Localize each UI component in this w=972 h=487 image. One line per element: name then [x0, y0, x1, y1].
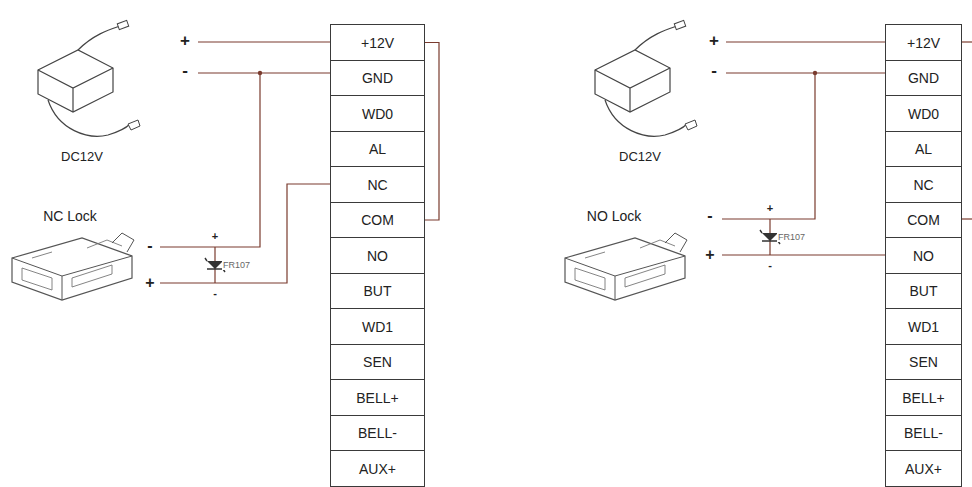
- polarity-mark: +: [180, 32, 190, 49]
- terminal-name: BELL+: [356, 390, 398, 406]
- terminal-name: NC: [913, 177, 933, 193]
- terminal-name: NC: [367, 177, 387, 193]
- part-label: DC12V: [61, 150, 103, 163]
- terminal-name: BELL-: [358, 425, 397, 441]
- terminal-name: NO: [367, 248, 388, 264]
- terminal-cell: NC: [330, 166, 425, 203]
- terminal-cell: +12V: [330, 24, 425, 61]
- terminal-cell: GND: [330, 60, 425, 97]
- left-diagram: [160, 42, 330, 283]
- part-label: NC Lock: [43, 209, 97, 223]
- terminal-name: +12V: [361, 35, 394, 51]
- polarity-mark: -: [768, 260, 772, 271]
- polarity-mark: -: [711, 62, 717, 79]
- terminal-cell: BUT: [885, 273, 962, 310]
- terminal-cell: COM: [330, 202, 425, 239]
- terminal-cell: BELL-: [885, 415, 962, 452]
- terminal-name: COM: [907, 212, 940, 228]
- terminal-cell: GND: [885, 60, 962, 97]
- terminal-cell: WD1: [330, 308, 425, 345]
- terminal-cell: BUT: [330, 273, 425, 310]
- part-label: FR107: [222, 261, 251, 270]
- terminal-cell: BELL+: [885, 379, 962, 416]
- right-diagram: [722, 42, 972, 255]
- terminal-name: SEN: [909, 354, 938, 370]
- polarity-mark: -: [707, 208, 712, 224]
- terminal-cell: WD0: [885, 95, 962, 132]
- terminal-cell: BELL+: [330, 379, 425, 416]
- terminal-name: AL: [915, 141, 932, 157]
- terminal-name: BUT: [910, 283, 938, 299]
- terminal-name: AL: [369, 141, 386, 157]
- terminal-name: +12V: [907, 35, 940, 51]
- terminal-name: SEN: [363, 354, 392, 370]
- polarity-mark: +: [767, 203, 773, 214]
- part-label: FR107: [777, 233, 806, 242]
- terminal-name: COM: [361, 212, 394, 228]
- terminal-name: WD1: [362, 319, 393, 335]
- terminal-name: GND: [908, 70, 939, 86]
- terminal-cell: AUX+: [885, 450, 962, 487]
- terminal-cell: NO: [885, 237, 962, 274]
- terminal-cell: BELL-: [330, 415, 425, 452]
- terminal-cell: SEN: [330, 344, 425, 381]
- terminal-name: BELL-: [904, 425, 943, 441]
- terminal-cell: WD0: [330, 95, 425, 132]
- terminal-cell: AL: [885, 131, 962, 168]
- polarity-mark: +: [705, 247, 714, 263]
- part-label: NO Lock: [587, 209, 641, 223]
- terminal-name: BUT: [364, 283, 392, 299]
- terminal-cell: NO: [330, 237, 425, 274]
- polarity-mark: +: [145, 275, 154, 291]
- terminal-cell: AUX+: [330, 450, 425, 487]
- terminal-name: AUX+: [359, 461, 396, 477]
- wire: [425, 43, 439, 221]
- polarity-mark: +: [212, 231, 218, 242]
- terminal-cell: COM: [885, 202, 962, 239]
- terminal-name: AUX+: [905, 461, 942, 477]
- terminal-cell: +12V: [885, 24, 962, 61]
- terminal-cell: WD1: [885, 308, 962, 345]
- terminal-name: BELL+: [902, 390, 944, 406]
- polarity-mark: -: [182, 62, 188, 79]
- terminal-name: WD0: [362, 106, 393, 122]
- terminal-name: WD0: [908, 106, 939, 122]
- part-label: DC12V: [619, 150, 661, 163]
- terminal-cell: NC: [885, 166, 962, 203]
- polarity-mark: -: [213, 288, 217, 299]
- polarity-mark: -: [147, 238, 152, 254]
- terminal-name: GND: [362, 70, 393, 86]
- polarity-mark: +: [709, 32, 719, 49]
- terminal-cell: AL: [330, 131, 425, 168]
- terminal-name: NO: [913, 248, 934, 264]
- terminal-cell: SEN: [885, 344, 962, 381]
- terminal-name: WD1: [908, 319, 939, 335]
